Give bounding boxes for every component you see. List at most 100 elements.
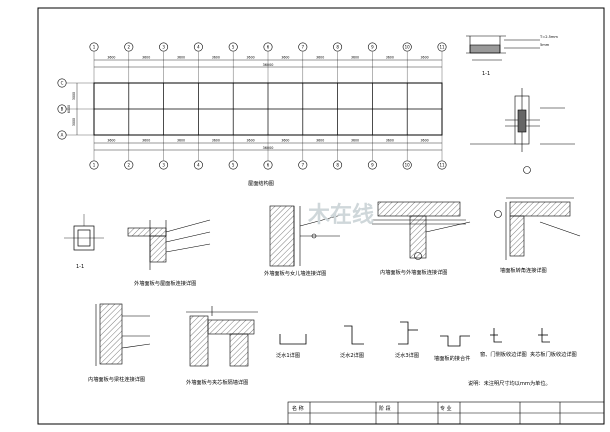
section-1-1-left-label: 1-1 bbox=[76, 264, 84, 270]
title-name-label: 名 称 bbox=[292, 405, 304, 412]
joint-graphic bbox=[440, 335, 470, 347]
dim-bottom-bay-7: 3600 bbox=[316, 139, 324, 143]
title-major-label: 专 业 bbox=[440, 405, 452, 412]
detail-2-caption: 外墙面板与女儿墙连接详图 bbox=[264, 269, 326, 277]
dim-top-bay-9: 3600 bbox=[386, 56, 394, 60]
axis-label-bottom-10: 10 bbox=[405, 163, 411, 168]
dim-bottom-bay-5: 3600 bbox=[247, 139, 255, 143]
window-trim-graphic bbox=[490, 328, 502, 343]
axis-label-bottom-6: 6 bbox=[267, 163, 270, 168]
dim-bottom-bay-10: 3600 bbox=[421, 139, 429, 143]
axis-bubble-bottom-9 bbox=[367, 160, 377, 170]
flashing-3-caption: 泛水3详图 bbox=[395, 351, 419, 359]
dim-top-bay-8: 3600 bbox=[351, 56, 359, 60]
section-1-1-label: 1-1 bbox=[482, 71, 490, 77]
axis-label-bottom-7: 7 bbox=[302, 163, 305, 168]
axis-label-side-C: C bbox=[61, 81, 64, 86]
axis-label-top-5: 5 bbox=[232, 45, 235, 50]
axis-label-side-A: A bbox=[61, 133, 64, 138]
dim-bottom-bay-9: 3600 bbox=[386, 139, 394, 143]
axis-bubble-side-B bbox=[57, 104, 67, 114]
joint-caption: 墙面板的接合件 bbox=[434, 354, 470, 362]
axis-bubble-bottom-1 bbox=[89, 160, 99, 170]
section-1-1-note-1: T=2.5mm bbox=[539, 35, 558, 39]
axis-bubble-bottom-4 bbox=[193, 160, 203, 170]
dim-top-bay-1: 3600 bbox=[107, 56, 115, 60]
dim-bottom-bay-1: 3600 bbox=[107, 139, 115, 143]
axis-bubble-bottom-2 bbox=[124, 160, 134, 170]
axis-label-top-11: 11 bbox=[439, 45, 445, 50]
axis-label-top-8: 8 bbox=[336, 45, 339, 50]
axis-label-top-7: 7 bbox=[302, 45, 305, 50]
section-1-1-left bbox=[64, 214, 104, 251]
axis-bubble-top-8 bbox=[333, 42, 343, 52]
axis-label-top-2: 2 bbox=[128, 45, 131, 50]
dim-top-bay-7: 3600 bbox=[316, 56, 324, 60]
dim-bottom-bay-3: 3600 bbox=[177, 139, 185, 143]
axis-label-top-10: 10 bbox=[405, 45, 411, 50]
dim-side-2: 3000 bbox=[72, 118, 76, 126]
axis-label-bottom-11: 11 bbox=[439, 163, 445, 168]
dim-top-bay-4: 3600 bbox=[212, 56, 220, 60]
axis-label-top-6: 6 bbox=[267, 45, 270, 50]
roof-plan-caption: 屋面结构图 bbox=[248, 179, 274, 187]
axis-bubble-top-4 bbox=[193, 42, 203, 52]
axis-bubble-top-2 bbox=[124, 42, 134, 52]
dim-bottom-bay-6: 3600 bbox=[281, 139, 289, 143]
general-remark: 说明：未注明尺寸均以mm为单位。 bbox=[468, 379, 551, 387]
flashing-1-graphic bbox=[279, 334, 307, 345]
flashing-2-caption: 泛水2详图 bbox=[340, 351, 364, 359]
axis-bubble-top-10 bbox=[402, 42, 412, 52]
detail-5-caption: 内墙面板与梁柱连接详图 bbox=[88, 375, 145, 383]
axis-bubble-side-A bbox=[57, 130, 67, 140]
axis-label-top-9: 9 bbox=[371, 45, 374, 50]
title-stage-label: 阶 段 bbox=[379, 405, 391, 412]
watermark: 木在线 bbox=[307, 202, 374, 228]
axis-bubble-side-C bbox=[57, 78, 67, 88]
section-1-1-top bbox=[466, 35, 540, 61]
dim-top-bay-10: 3600 bbox=[421, 56, 429, 60]
axis-bubble-bottom-10 bbox=[402, 160, 412, 170]
axis-label-side-B: B bbox=[61, 107, 64, 112]
detail-1-graphic bbox=[127, 219, 211, 270]
title-block bbox=[287, 401, 605, 425]
door-trim-caption: 夹芯板门板收边详图 bbox=[530, 350, 577, 358]
axis-bubble-bottom-8 bbox=[333, 160, 343, 170]
axis-label-top-1: 1 bbox=[93, 45, 96, 50]
dim-top-bay-3: 3600 bbox=[177, 56, 185, 60]
axis-bubble-bottom-7 bbox=[298, 160, 308, 170]
column-detail bbox=[470, 88, 575, 174]
axis-label-bottom-2: 2 bbox=[128, 163, 131, 168]
axis-label-top-4: 4 bbox=[197, 45, 200, 50]
dim-bottom-bay-2: 3600 bbox=[142, 139, 150, 143]
axis-bubble-bottom-11 bbox=[437, 160, 447, 170]
axis-bubble-top-7 bbox=[298, 42, 308, 52]
axis-bubble-top-3 bbox=[159, 42, 169, 52]
dim-top-bay-6: 3600 bbox=[281, 56, 289, 60]
roof-plan: 1122334455667788991010111136003600360036… bbox=[57, 42, 447, 170]
detail-6-graphic bbox=[186, 306, 258, 367]
axis-label-bottom-1: 1 bbox=[93, 163, 96, 168]
section-1-1-note-2: 5mm bbox=[540, 43, 550, 47]
dim-top-total: 36000 bbox=[263, 63, 274, 67]
detail-4-graphic bbox=[494, 197, 581, 260]
dim-bottom-total: 36000 bbox=[263, 146, 274, 150]
flashing-2-graphic bbox=[344, 325, 364, 345]
axis-bubble-top-5 bbox=[228, 42, 238, 52]
flashing-3-graphic bbox=[398, 321, 418, 345]
axis-bubble-top-11 bbox=[437, 42, 447, 52]
axis-bubble-bottom-5 bbox=[228, 160, 238, 170]
axis-bubble-bottom-6 bbox=[263, 160, 273, 170]
axis-label-bottom-9: 9 bbox=[371, 163, 374, 168]
axis-label-bottom-5: 5 bbox=[232, 163, 235, 168]
axis-bubble-bottom-3 bbox=[159, 160, 169, 170]
dim-bottom-bay-4: 3600 bbox=[212, 139, 220, 143]
detail-3-graphic bbox=[372, 201, 471, 260]
axis-bubble-top-1 bbox=[89, 42, 99, 52]
door-trim-graphic bbox=[538, 328, 550, 343]
dim-bottom-bay-8: 3600 bbox=[351, 139, 359, 143]
dim-side-total: 6000 bbox=[67, 105, 71, 113]
detail-4-caption: 墙面板转角连接详图 bbox=[500, 266, 547, 274]
flashing-1-caption: 泛水1详图 bbox=[276, 351, 300, 359]
dim-side-1: 3000 bbox=[72, 92, 76, 100]
